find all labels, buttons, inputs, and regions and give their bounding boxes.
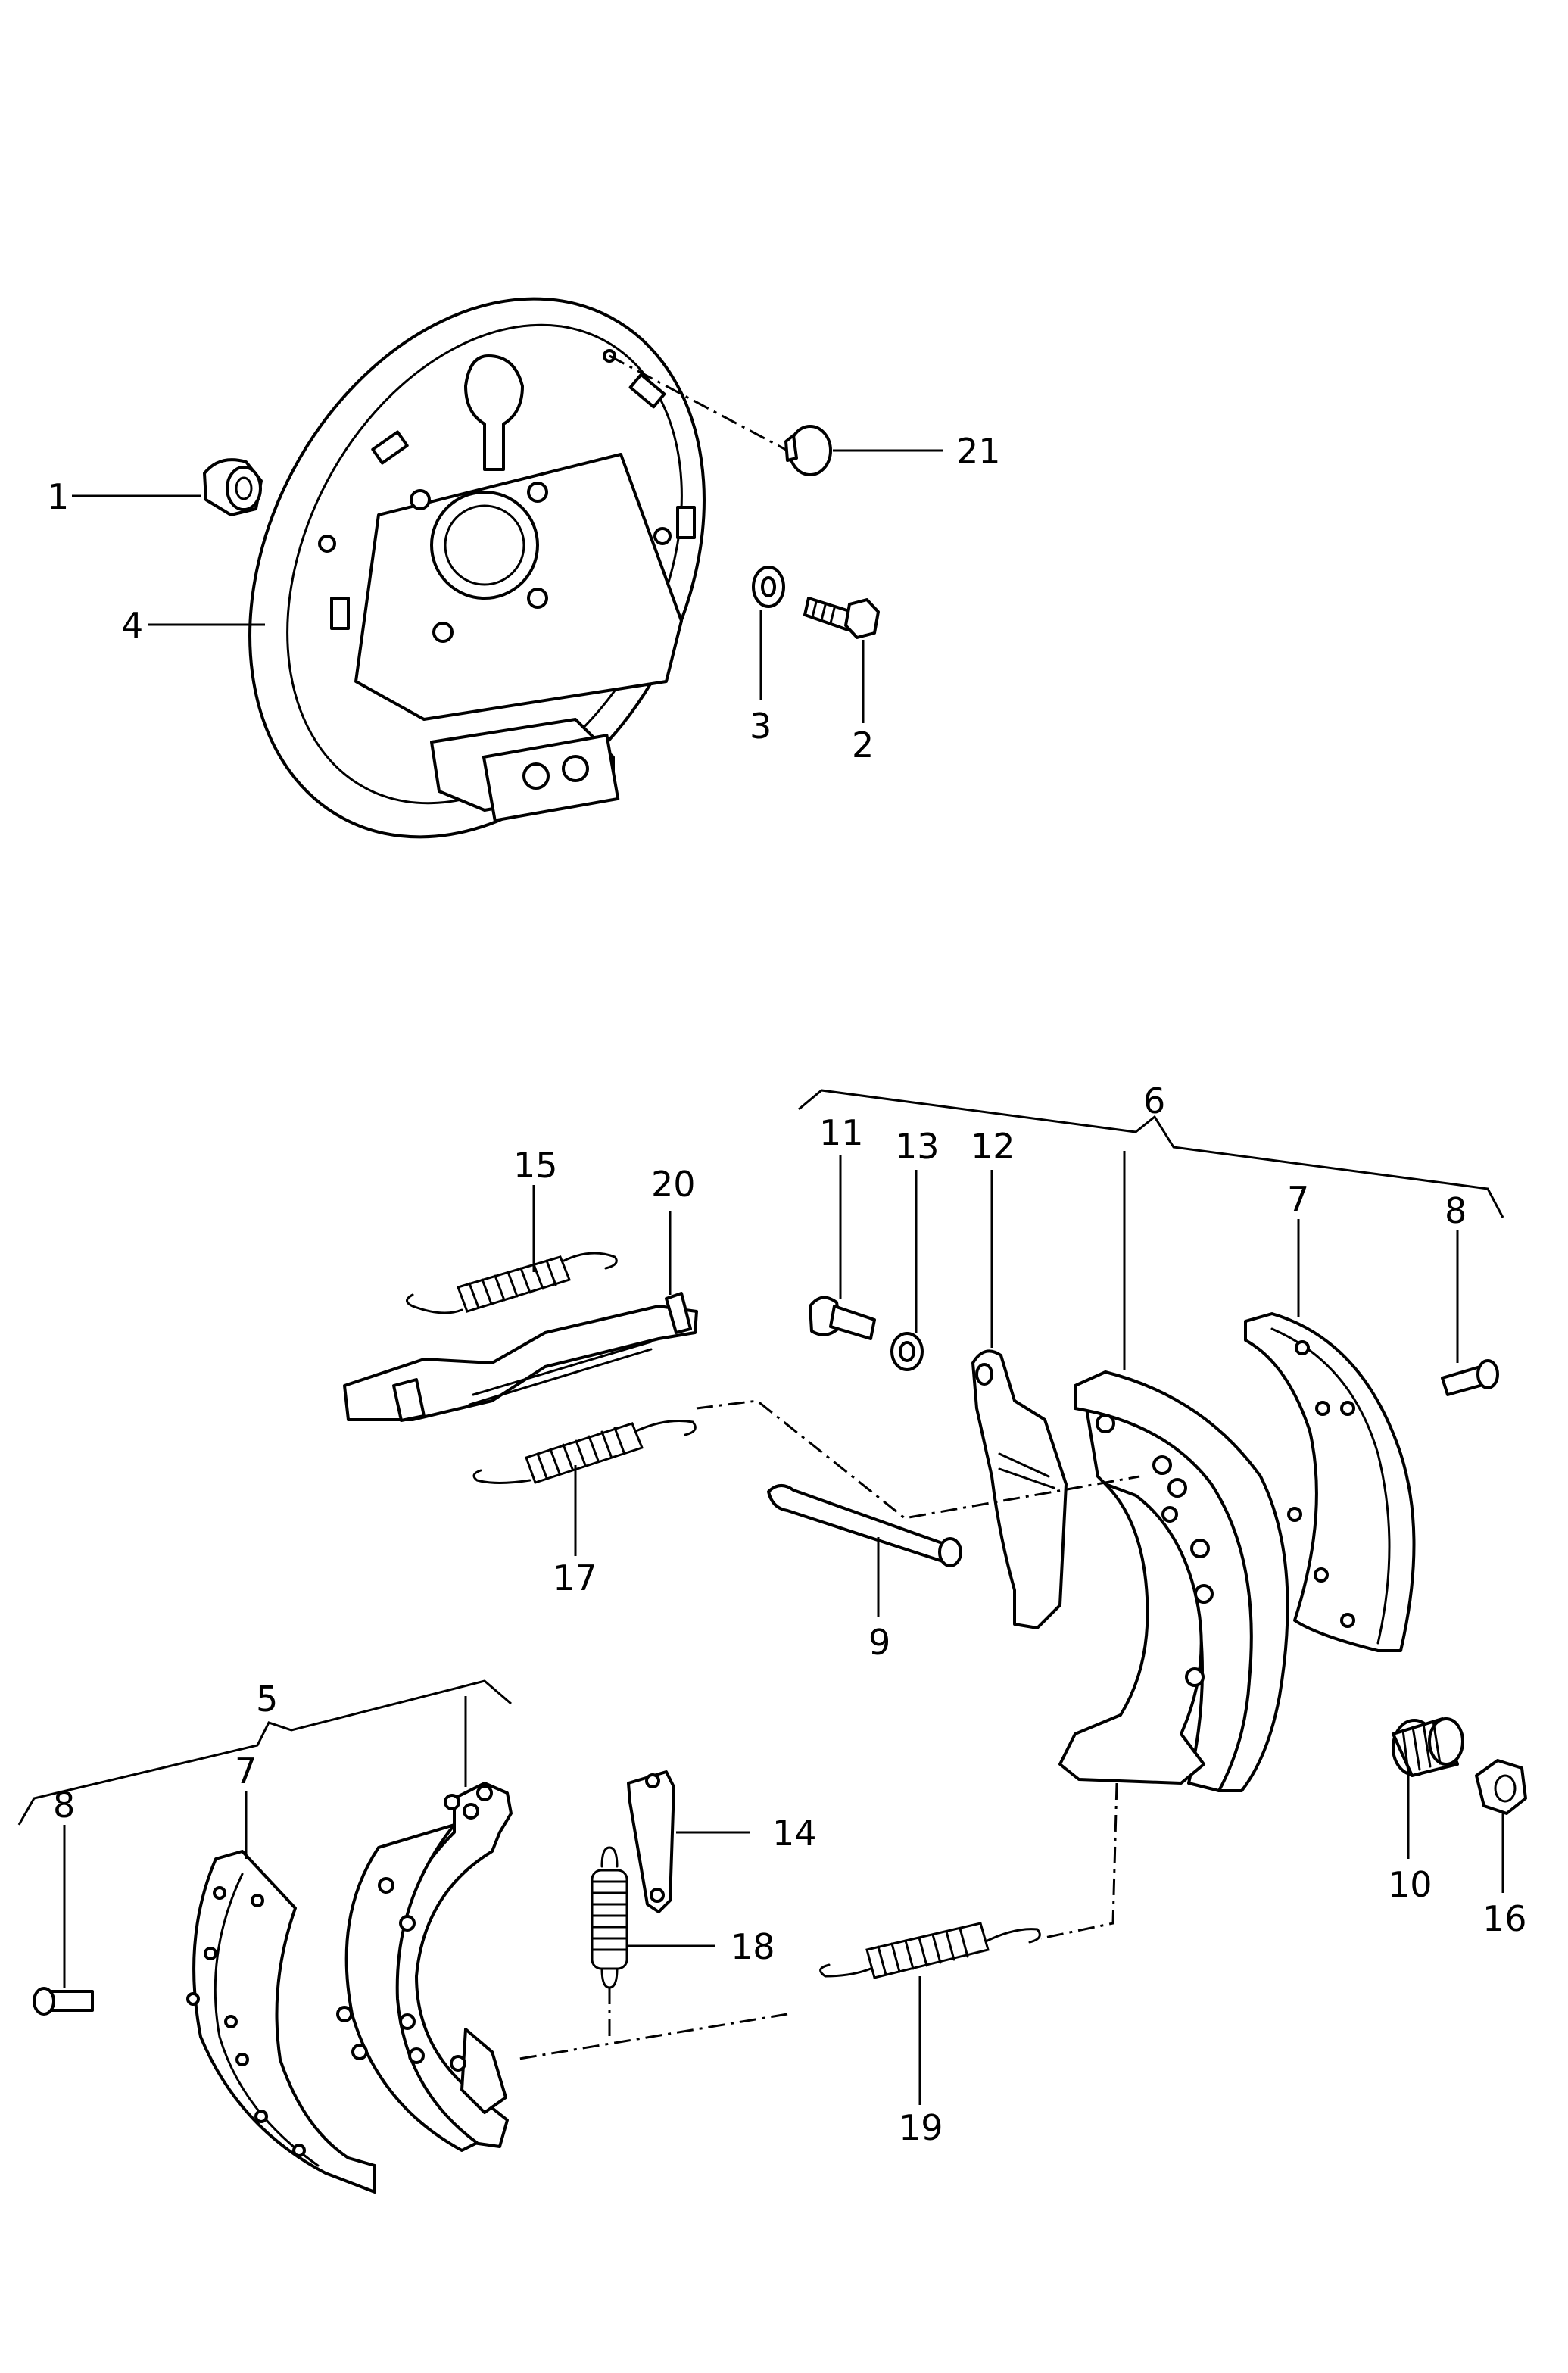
callout-8-right: 8	[1445, 1190, 1467, 1231]
callout-21: 21	[956, 431, 1001, 472]
part-8-rivet-left	[33, 1987, 94, 2016]
part-7-brake-lining-right	[1244, 1312, 1416, 1652]
part-20-adjuster-strut	[343, 1292, 698, 1422]
part-13-clip-ring	[890, 1332, 924, 1371]
callout-16: 16	[1482, 1898, 1527, 1939]
part-5-brake-shoe	[336, 1782, 513, 2152]
callout-2: 2	[852, 725, 874, 766]
part-17-spring	[472, 1420, 697, 1484]
callout-17: 17	[553, 1558, 597, 1598]
callout-12: 12	[971, 1126, 1015, 1167]
callout-11: 11	[819, 1112, 864, 1153]
brake-backing-plate	[248, 297, 706, 839]
callout-6: 6	[1143, 1080, 1165, 1121]
part-8-rivet-right	[1441, 1359, 1499, 1396]
callout-1: 1	[47, 476, 69, 517]
part-21-plug	[784, 425, 832, 476]
part-18-spring	[591, 1846, 628, 1989]
callout-labels: 1 2 3 4 5 6 7 7 8 8 9 10 11 12 13 14 15 …	[47, 431, 1527, 2148]
part-14-lever	[627, 1770, 675, 1913]
callout-18: 18	[731, 1926, 775, 1967]
callout-4: 4	[121, 605, 143, 646]
part-9-pin	[767, 1484, 962, 1567]
part-7-brake-lining-left	[186, 1850, 376, 2194]
callout-14: 14	[772, 1813, 817, 1854]
part-12-lever	[971, 1349, 1068, 1629]
part-1-grommet	[203, 458, 263, 516]
callout-7-right: 7	[1287, 1179, 1309, 1220]
callout-19: 19	[899, 2107, 943, 2148]
part-11-bolt	[809, 1296, 876, 1340]
callout-20: 20	[651, 1164, 696, 1205]
callout-3: 3	[750, 706, 772, 747]
part-19-spring	[819, 1922, 1041, 1979]
part-3-washer	[752, 566, 785, 608]
part-10-sleeve	[1392, 1717, 1464, 1777]
part-16-nut	[1475, 1759, 1527, 1815]
callout-15: 15	[513, 1145, 558, 1186]
callout-9: 9	[868, 1622, 890, 1663]
callout-5: 5	[256, 1679, 278, 1720]
callout-13: 13	[895, 1126, 940, 1167]
leader-lines	[17, 354, 1504, 2105]
callout-7-left: 7	[235, 1751, 257, 1791]
callout-10: 10	[1388, 1864, 1432, 1905]
part-6-brake-shoe	[1058, 1370, 1289, 1792]
callout-8-left: 8	[53, 1785, 75, 1826]
part-2-bolt	[803, 597, 880, 639]
part-15-spring	[406, 1252, 618, 1314]
